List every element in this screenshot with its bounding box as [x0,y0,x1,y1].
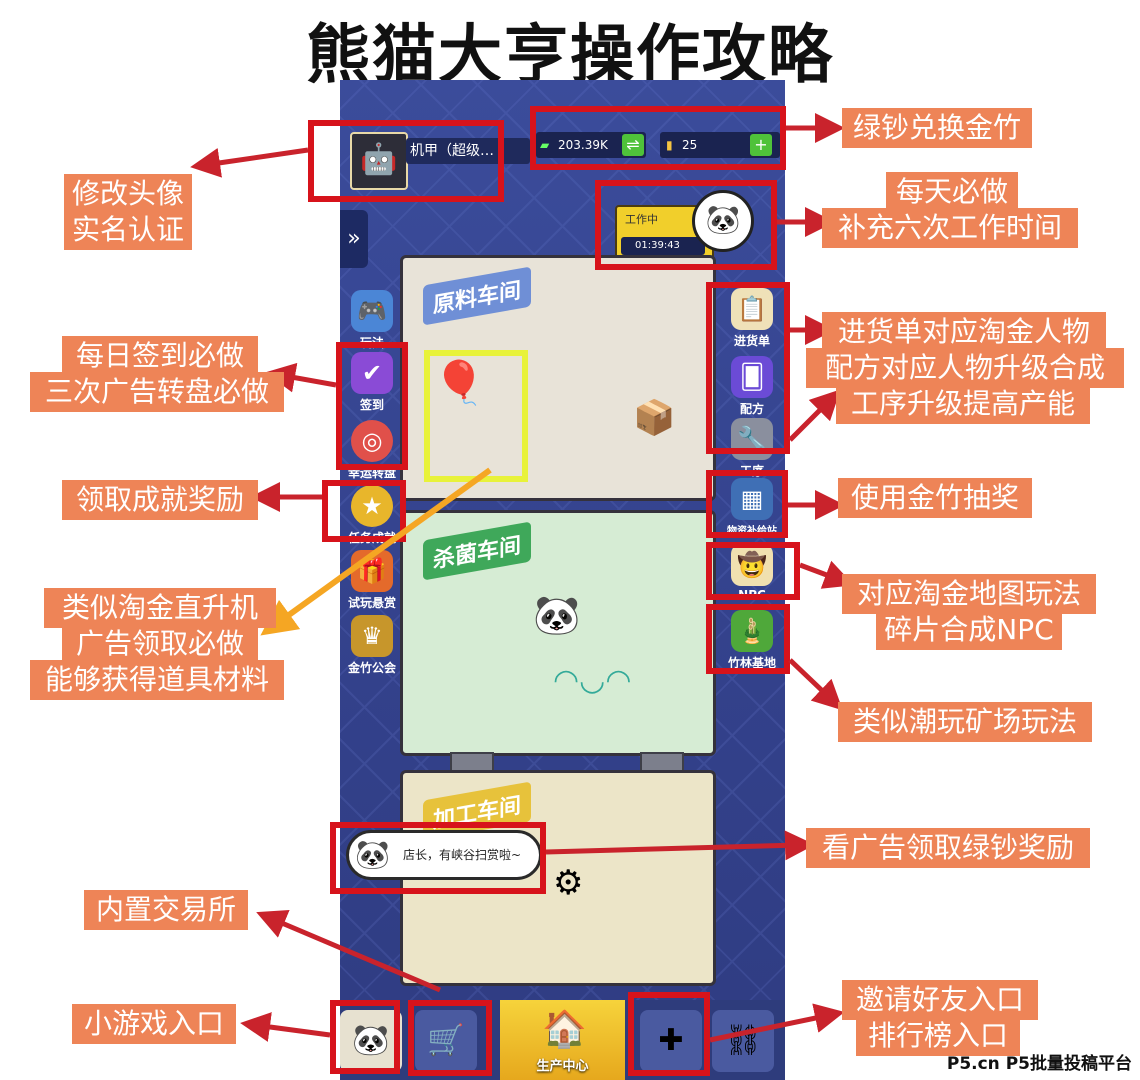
minigame-button[interactable]: 🐼 [340,1010,402,1072]
label-leaderboard: 排行榜入口 [856,1016,1020,1056]
crown-icon: ♛ [351,615,393,657]
sidebar-item-guild[interactable]: ♛ 金竹公会 [344,615,400,676]
sidebar-item-supply-station[interactable]: ▦ 物资补给站 [724,478,780,537]
cash-icon: ▰ [540,138,550,152]
bamboo-icon: ▮ [666,138,673,152]
annotation-box-helicopter [424,350,528,482]
box-icon: 📦 [633,398,676,438]
leaderboard-button[interactable]: ⛓ [712,1010,774,1072]
work-timer: 01:39:43 [621,237,705,255]
label-signin-2: 三次广告转盘必做 [30,372,284,412]
label-daily-2: 补充六次工作时间 [822,208,1078,248]
clipboard-icon: 📋 [731,288,773,330]
annotation-box-ad [330,822,546,894]
label-helicopter: 类似淘金直升机 [44,588,276,628]
ad-reward-bubble[interactable]: 🐼 店长，有峡谷扫赏啦~ [346,830,542,880]
floor-sterilization[interactable]: 杀菌车间 🐼 ◠◡◠ [400,510,716,756]
label-npc-2: 碎片合成NPC [876,610,1062,650]
add-bamboo-button[interactable]: + [750,134,772,156]
invite-friend-button[interactable]: ✚ [640,1010,702,1072]
sidebar-item-trial-reward[interactable]: 🎁 试玩悬赏 [344,550,400,611]
npc-icon: 🤠 [731,544,773,586]
panda-manager-icon: 🐼 [692,190,754,252]
sidebar-item-signin[interactable]: ✔ 签到 [344,352,400,413]
label-daily: 每天必做 [886,172,1018,212]
sidebar-item-purchase-order[interactable]: 📋 进货单 [724,288,780,349]
label-helicopter-2: 广告领取必做 [62,624,258,664]
bamboo-icon: 🎍 [731,610,773,652]
shop-icon: ▦ [731,478,773,520]
sidebar-item-recipe[interactable]: 🂠 配方 [724,356,780,417]
building-icon: 🏠 [542,1009,587,1050]
annotation-box-achievement [322,480,406,542]
wheel-icon: ◎ [351,420,393,462]
label-recipe: 配方对应人物升级合成 [806,348,1124,388]
panda-icon: 🐼 [355,838,390,871]
label-invite: 邀请好友入口 [842,980,1038,1020]
exchange-house-button[interactable]: 🛒 [415,1010,477,1072]
annotation-box-exchange-house [408,1000,492,1076]
label-achievement: 领取成就奖励 [62,480,258,520]
panda-worker-icon: 🐼 [533,593,581,637]
floor-sign: 原料车间 [423,266,532,326]
gamepad-icon: 🎮 [351,290,393,332]
label-exchange-house: 内置交易所 [84,890,248,930]
label-exchange: 绿钞兑换金竹 [842,108,1032,148]
sidebar-item-bamboo-base[interactable]: 🎍 竹林基地 [724,610,780,671]
annotation-box-lottery [706,470,788,538]
annotation-box-invite [628,992,710,1076]
annotation-box-bamboo [706,604,790,674]
label-purchase: 进货单对应淘金人物 [822,312,1106,352]
label-ad-reward: 看广告领取绿钞奖励 [806,828,1090,868]
label-process: 工序升级提高产能 [836,384,1090,424]
machine-icon: ⚙ [553,863,584,903]
label-helicopter-3: 能够获得道具材料 [30,660,284,700]
username: 机甲（超级… [406,138,530,164]
exchange-icon[interactable]: ⇌ [622,134,644,156]
floor-sign: 杀菌车间 [423,521,532,581]
calendar-icon: ✔ [351,352,393,394]
label-signin: 每日签到必做 [62,336,258,376]
annotation-box-avatar [308,120,504,202]
annotation-box-signin [336,342,408,470]
bottom-nav: 🐼 🛒 🏠 生产中心 ✚ ⛓ [340,1000,785,1080]
label-lottery: 使用金竹抽奖 [838,478,1032,518]
label-avatar: 修改头像实名认证 [64,174,192,250]
annotation-box-npc [706,542,800,600]
expand-sidebar-button[interactable]: » [340,210,368,268]
label-minigame: 小游戏入口 [72,1004,236,1044]
cards-icon: 🂠 [731,356,773,398]
label-mining: 类似潮玩矿场玩法 [838,702,1092,742]
production-center-button[interactable]: 🏠 生产中心 [500,1000,625,1080]
floor-processing[interactable]: 加工车间 ⚙ [400,770,716,986]
balloons-icon: 🎈 [433,358,486,407]
annotation-box-purchase [706,282,790,454]
annotation-box-work [595,180,777,270]
annotation-box-currency [530,106,786,170]
floor-raw-materials[interactable]: 原料车间 🎈 📦 [400,255,716,501]
annotation-box-minigame [330,1000,400,1074]
watermark: P5.cn P5批量投稿平台 [946,1054,1132,1074]
pipe-icon: ◠◡◠ [553,663,632,698]
gift-icon: 🎁 [351,550,393,592]
label-npc: 对应淘金地图玩法 [842,574,1096,614]
